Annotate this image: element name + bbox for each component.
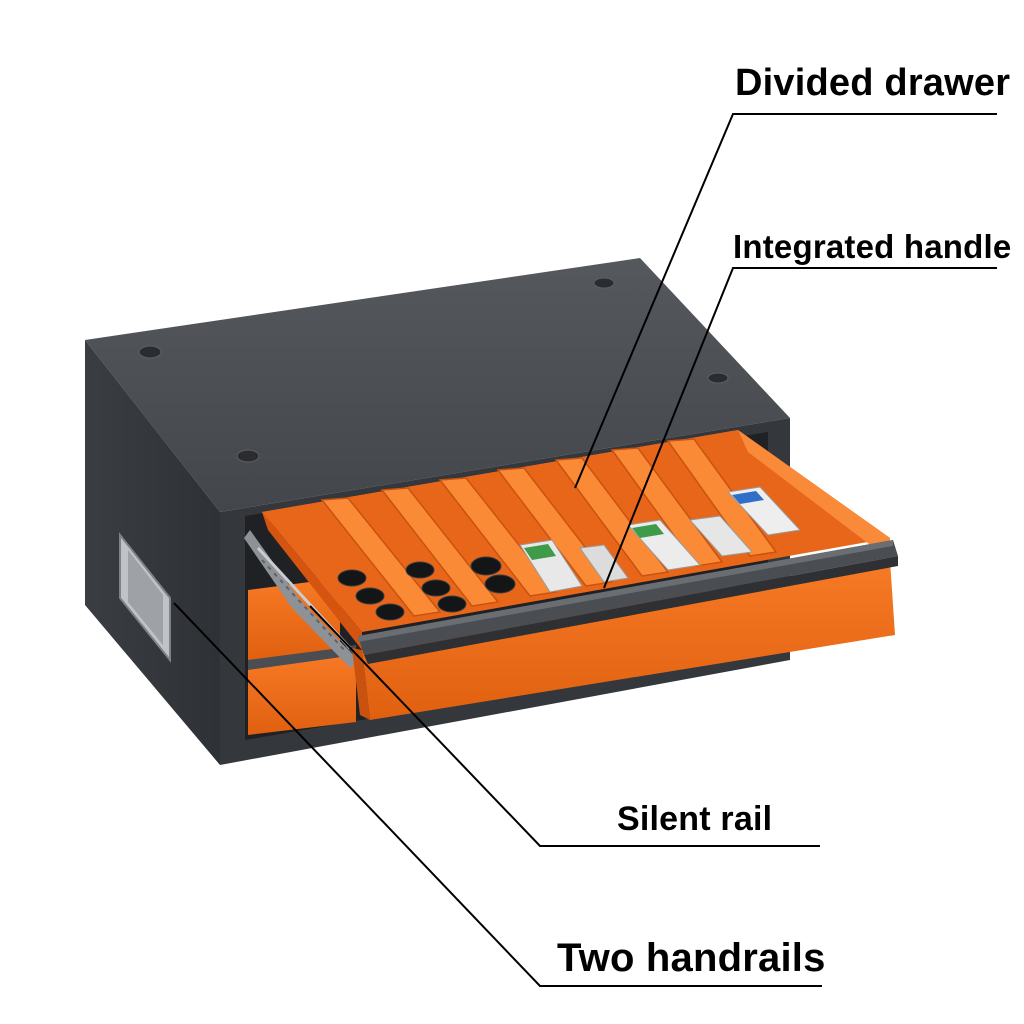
lower-drawer-1 <box>248 578 340 660</box>
screw-head <box>707 372 729 384</box>
open-drawer-front <box>362 560 895 720</box>
leader-line-silent-rail <box>309 605 820 847</box>
cabinet-side <box>85 340 220 765</box>
open-drawer-right-wall <box>738 430 890 560</box>
leader-lines <box>173 113 997 987</box>
open-drawer-floor <box>262 430 890 632</box>
lower-drawer-2 <box>248 645 356 735</box>
callout-divided-drawer: Divided drawer <box>735 62 1011 104</box>
socket <box>355 587 385 605</box>
side-handrail <box>119 532 171 663</box>
callout-silent-rail: Silent rail <box>617 800 773 838</box>
socket <box>337 569 367 587</box>
leader-line-two-handrails <box>173 602 822 987</box>
leader-line-integrated-handle <box>603 267 997 589</box>
socket <box>437 595 467 613</box>
screw-head <box>593 277 615 289</box>
callout-two-handrails: Two handrails <box>557 936 826 980</box>
socket <box>470 556 502 576</box>
drawer-contents-sockets <box>337 556 516 621</box>
open-drawer-front-edge <box>352 648 370 720</box>
socket <box>484 574 516 594</box>
screw-head <box>138 345 162 359</box>
leader-line-divided-drawer <box>574 113 997 489</box>
screw-head <box>236 449 260 463</box>
open-drawer-left-wall <box>262 512 362 650</box>
socket <box>375 603 405 621</box>
callout-integrated-handle: Integrated handle <box>733 228 1012 265</box>
cabinet-top <box>85 258 790 512</box>
socket <box>421 579 451 597</box>
drawer-contents-boxes <box>519 486 802 593</box>
integrated-handle <box>358 540 898 664</box>
screw-heads <box>138 277 729 463</box>
socket <box>405 561 435 579</box>
